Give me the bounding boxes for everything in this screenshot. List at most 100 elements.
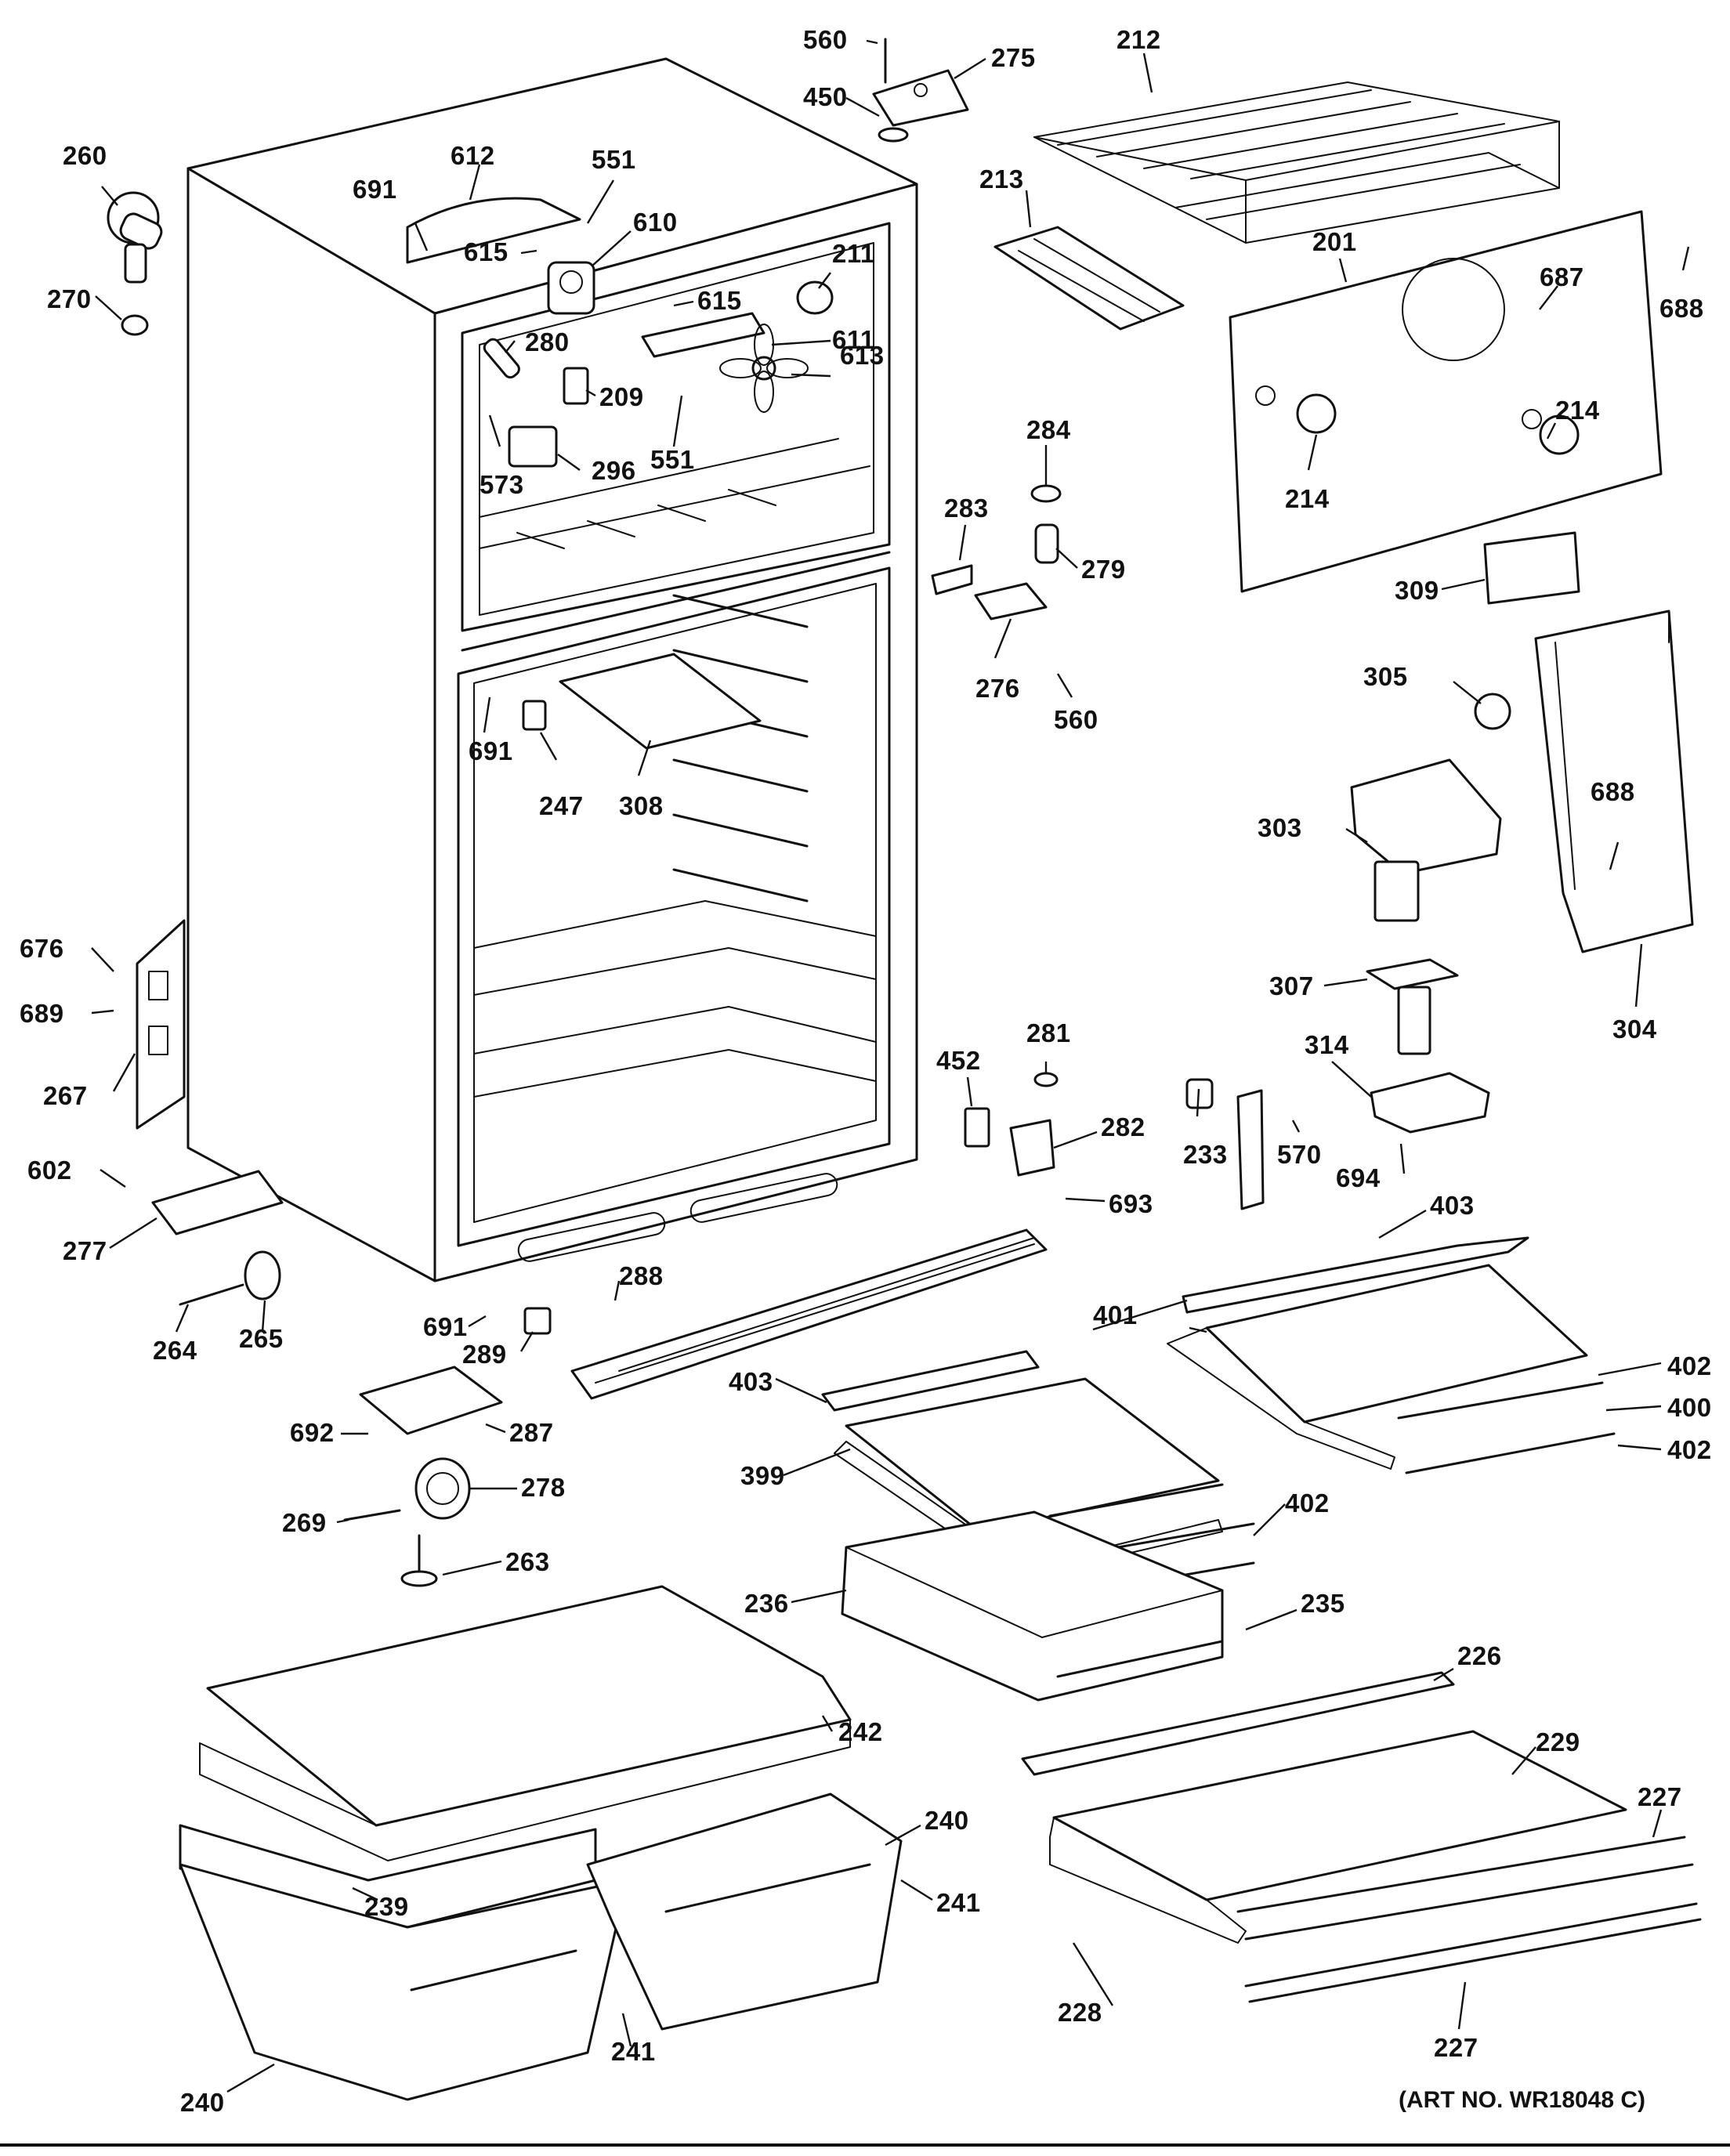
callout-267: 267 (43, 1081, 88, 1110)
callout-288: 288 (619, 1261, 664, 1290)
callout-560: 560 (803, 25, 848, 54)
lower-left-parts (136, 919, 284, 1306)
callout-296: 296 (592, 456, 636, 485)
callout-615: 615 (697, 286, 742, 315)
callout-239: 239 (364, 1892, 409, 1921)
ice-tray-213 (993, 226, 1185, 331)
callout-213: 213 (979, 165, 1024, 194)
callout-403: 403 (1430, 1191, 1475, 1220)
callout-688: 688 (1591, 777, 1635, 806)
callout-263: 263 (505, 1547, 550, 1576)
glass-shelf-lower (1021, 1671, 1702, 2003)
top-hinge-275 (872, 38, 969, 143)
callout-694: 694 (1336, 1163, 1381, 1192)
callout-212: 212 (1117, 25, 1161, 54)
callout-307: 307 (1269, 971, 1314, 1000)
callout-284: 284 (1026, 415, 1071, 444)
callout-308: 308 (619, 791, 664, 820)
callout-287: 287 (509, 1418, 554, 1447)
callout-610: 610 (633, 208, 678, 237)
callout-247: 247 (539, 791, 584, 820)
callout-235: 235 (1301, 1589, 1345, 1618)
callout-400: 400 (1667, 1393, 1712, 1422)
evaporator-cover-201 (1229, 210, 1663, 605)
pan-cover-and-drawers (179, 1585, 903, 2101)
callout-269: 269 (282, 1508, 327, 1537)
callout-551: 551 (650, 445, 695, 474)
callout-612: 612 (451, 141, 495, 170)
glass-shelves-upper (821, 1236, 1616, 1600)
callout-289: 289 (462, 1340, 507, 1369)
callout-615: 615 (464, 237, 509, 266)
callout-402: 402 (1667, 1351, 1712, 1380)
water-valve-assembly (107, 191, 163, 336)
callout-282: 282 (1101, 1112, 1145, 1141)
callout-309: 309 (1395, 576, 1439, 605)
callout-270: 270 (47, 284, 92, 313)
callout-209: 209 (599, 382, 644, 411)
callout-265: 265 (239, 1324, 284, 1353)
callout-279: 279 (1081, 555, 1126, 584)
callout-303: 303 (1258, 813, 1302, 842)
callout-260: 260 (63, 141, 107, 170)
callout-240: 240 (180, 2088, 225, 2117)
callout-labels: 560 275 450 212 260 612 551 691 610 615 … (20, 25, 1712, 2117)
callout-228: 228 (1058, 1998, 1102, 2027)
callout-211: 211 (832, 239, 875, 268)
callout-227: 227 (1638, 1782, 1682, 1811)
hinge-parts (931, 484, 1265, 1210)
callout-278: 278 (521, 1473, 566, 1502)
callout-692: 692 (290, 1418, 335, 1447)
callout-201: 201 (1312, 227, 1357, 256)
callout-399: 399 (740, 1461, 785, 1490)
callout-233: 233 (1183, 1140, 1228, 1169)
callout-280: 280 (525, 327, 570, 356)
refrigerator-cabinet (186, 57, 918, 1282)
callout-450: 450 (803, 82, 848, 111)
callout-241: 241 (611, 2037, 656, 2066)
callout-689: 689 (20, 999, 64, 1028)
callout-226: 226 (1457, 1641, 1502, 1670)
callout-691: 691 (469, 736, 513, 765)
callout-401: 401 (1093, 1300, 1138, 1329)
callout-229: 229 (1536, 1727, 1580, 1756)
callout-276: 276 (975, 674, 1020, 703)
callout-214: 214 (1285, 484, 1330, 513)
callout-551: 551 (592, 145, 636, 174)
callout-240: 240 (925, 1806, 969, 1835)
callout-275: 275 (991, 43, 1036, 72)
dispenser-parts (1350, 693, 1511, 1134)
callout-602: 602 (27, 1156, 72, 1185)
callout-305: 305 (1363, 662, 1408, 691)
callout-314: 314 (1305, 1030, 1349, 1059)
callout-676: 676 (20, 934, 64, 963)
callout-693: 693 (1109, 1189, 1153, 1218)
callout-452: 452 (936, 1046, 981, 1075)
callout-402: 402 (1667, 1435, 1712, 1464)
callout-227: 227 (1434, 2033, 1478, 2062)
callout-573: 573 (480, 470, 524, 499)
callout-277: 277 (63, 1236, 107, 1265)
callout-687: 687 (1540, 262, 1584, 291)
leader-lines (91, 39, 1690, 2093)
callout-304: 304 (1612, 1015, 1657, 1044)
callout-688: 688 (1659, 294, 1704, 323)
callout-281: 281 (1026, 1018, 1071, 1047)
callout-236: 236 (744, 1589, 789, 1618)
callout-402: 402 (1285, 1489, 1330, 1518)
callout-691: 691 (353, 175, 397, 204)
callout-613: 613 (840, 341, 885, 370)
art-number: (ART NO. WR18048 C) (1399, 2087, 1645, 2113)
callout-283: 283 (944, 494, 989, 523)
callout-241: 241 (936, 1888, 981, 1917)
crisper-drawer-236 (841, 1510, 1224, 1702)
callout-611: 611 (832, 325, 875, 354)
dispenser-housing-304 (1534, 610, 1694, 953)
callout-691: 691 (423, 1312, 468, 1341)
callout-214: 214 (1555, 396, 1600, 425)
callout-560: 560 (1054, 705, 1098, 734)
callout-264: 264 (153, 1336, 197, 1365)
wire-shelf-212 (1033, 81, 1560, 244)
callout-242: 242 (838, 1717, 883, 1746)
